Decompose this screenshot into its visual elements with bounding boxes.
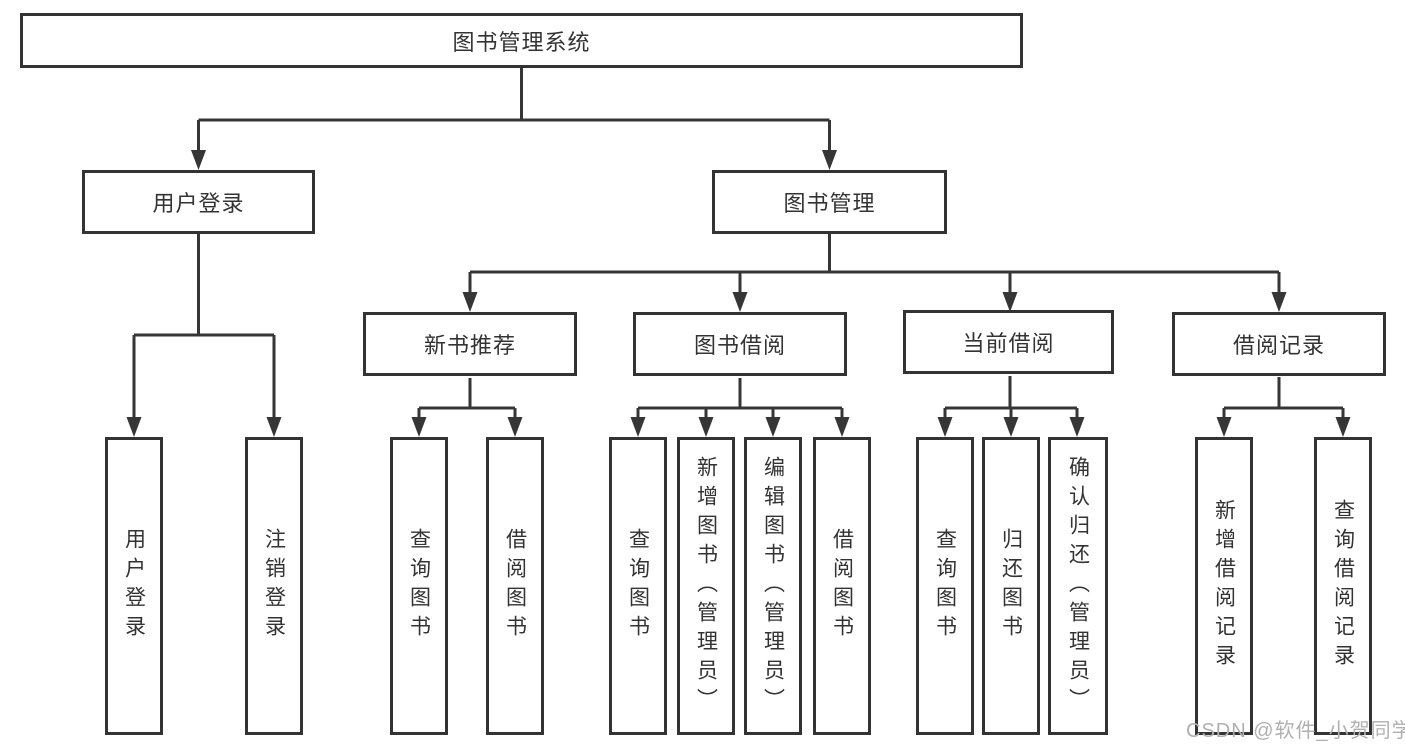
node-library-system-label: 图书管理系统 bbox=[452, 29, 591, 55]
node-book-management-label: 图书管理 bbox=[783, 191, 876, 216]
node-new-book-recommend: 新书推荐 bbox=[363, 312, 577, 376]
leaf-newrec-borrow-books-label: 借阅图书 bbox=[503, 528, 527, 644]
node-new-book-recommend-label: 新书推荐 bbox=[423, 333, 516, 358]
leaf-borrow-edit-books-admin-label: 编辑图书（管理员） bbox=[761, 455, 785, 717]
csdn-watermark: CSDN @软件_小贺同学 bbox=[1186, 720, 1405, 742]
leaf-current-confirm-return-admin: 确认归还（管理员） bbox=[1048, 437, 1108, 735]
leaf-newrec-query-books: 查询图书 bbox=[390, 437, 448, 735]
leaf-logout: 注销登录 bbox=[245, 437, 303, 735]
leaf-current-query-books-label: 查询图书 bbox=[933, 528, 957, 644]
leaf-current-query-books: 查询图书 bbox=[916, 437, 974, 735]
node-book-borrow-label: 图书借阅 bbox=[693, 333, 786, 358]
leaf-records-add-record-label: 新增借阅记录 bbox=[1212, 499, 1236, 673]
node-borrow-records-label: 借阅记录 bbox=[1232, 333, 1325, 358]
leaf-newrec-borrow-books: 借阅图书 bbox=[486, 437, 544, 735]
leaf-logout-label: 注销登录 bbox=[262, 528, 286, 644]
leaf-current-return-books-label: 归还图书 bbox=[999, 528, 1023, 644]
node-book-management: 图书管理 bbox=[712, 170, 947, 234]
leaf-borrow-edit-books-admin: 编辑图书（管理员） bbox=[744, 437, 802, 735]
node-user-login: 用户登录 bbox=[82, 170, 315, 234]
leaf-records-add-record: 新增借阅记录 bbox=[1195, 437, 1253, 735]
node-user-login-label: 用户登录 bbox=[152, 191, 245, 216]
leaf-records-query-record-label: 查询借阅记录 bbox=[1331, 499, 1355, 673]
leaf-borrow-add-books-admin-label: 新增图书（管理员） bbox=[694, 455, 718, 717]
leaf-user-login: 用户登录 bbox=[105, 437, 163, 735]
leaf-borrow-add-books-admin: 新增图书（管理员） bbox=[677, 437, 735, 735]
node-borrow-records: 借阅记录 bbox=[1172, 312, 1386, 376]
leaf-borrow-borrow-books-label: 借阅图书 bbox=[830, 528, 854, 644]
arrowheads bbox=[126, 150, 1351, 437]
leaf-borrow-borrow-books: 借阅图书 bbox=[813, 437, 871, 735]
node-current-borrow-label: 当前借阅 bbox=[962, 331, 1055, 356]
leaf-current-return-books: 归还图书 bbox=[982, 437, 1040, 735]
leaf-records-query-record: 查询借阅记录 bbox=[1314, 437, 1372, 735]
leaf-newrec-query-books-label: 查询图书 bbox=[407, 528, 431, 644]
leaf-borrow-query-books-label: 查询图书 bbox=[626, 528, 650, 644]
node-current-borrow: 当前借阅 bbox=[903, 310, 1114, 374]
leaf-borrow-query-books: 查询图书 bbox=[609, 437, 667, 735]
node-library-system: 图书管理系统 bbox=[20, 13, 1023, 68]
leaf-user-login-label: 用户登录 bbox=[122, 528, 146, 644]
node-book-borrow: 图书借阅 bbox=[633, 312, 847, 376]
leaf-current-confirm-return-admin-label: 确认归还（管理员） bbox=[1066, 455, 1090, 717]
